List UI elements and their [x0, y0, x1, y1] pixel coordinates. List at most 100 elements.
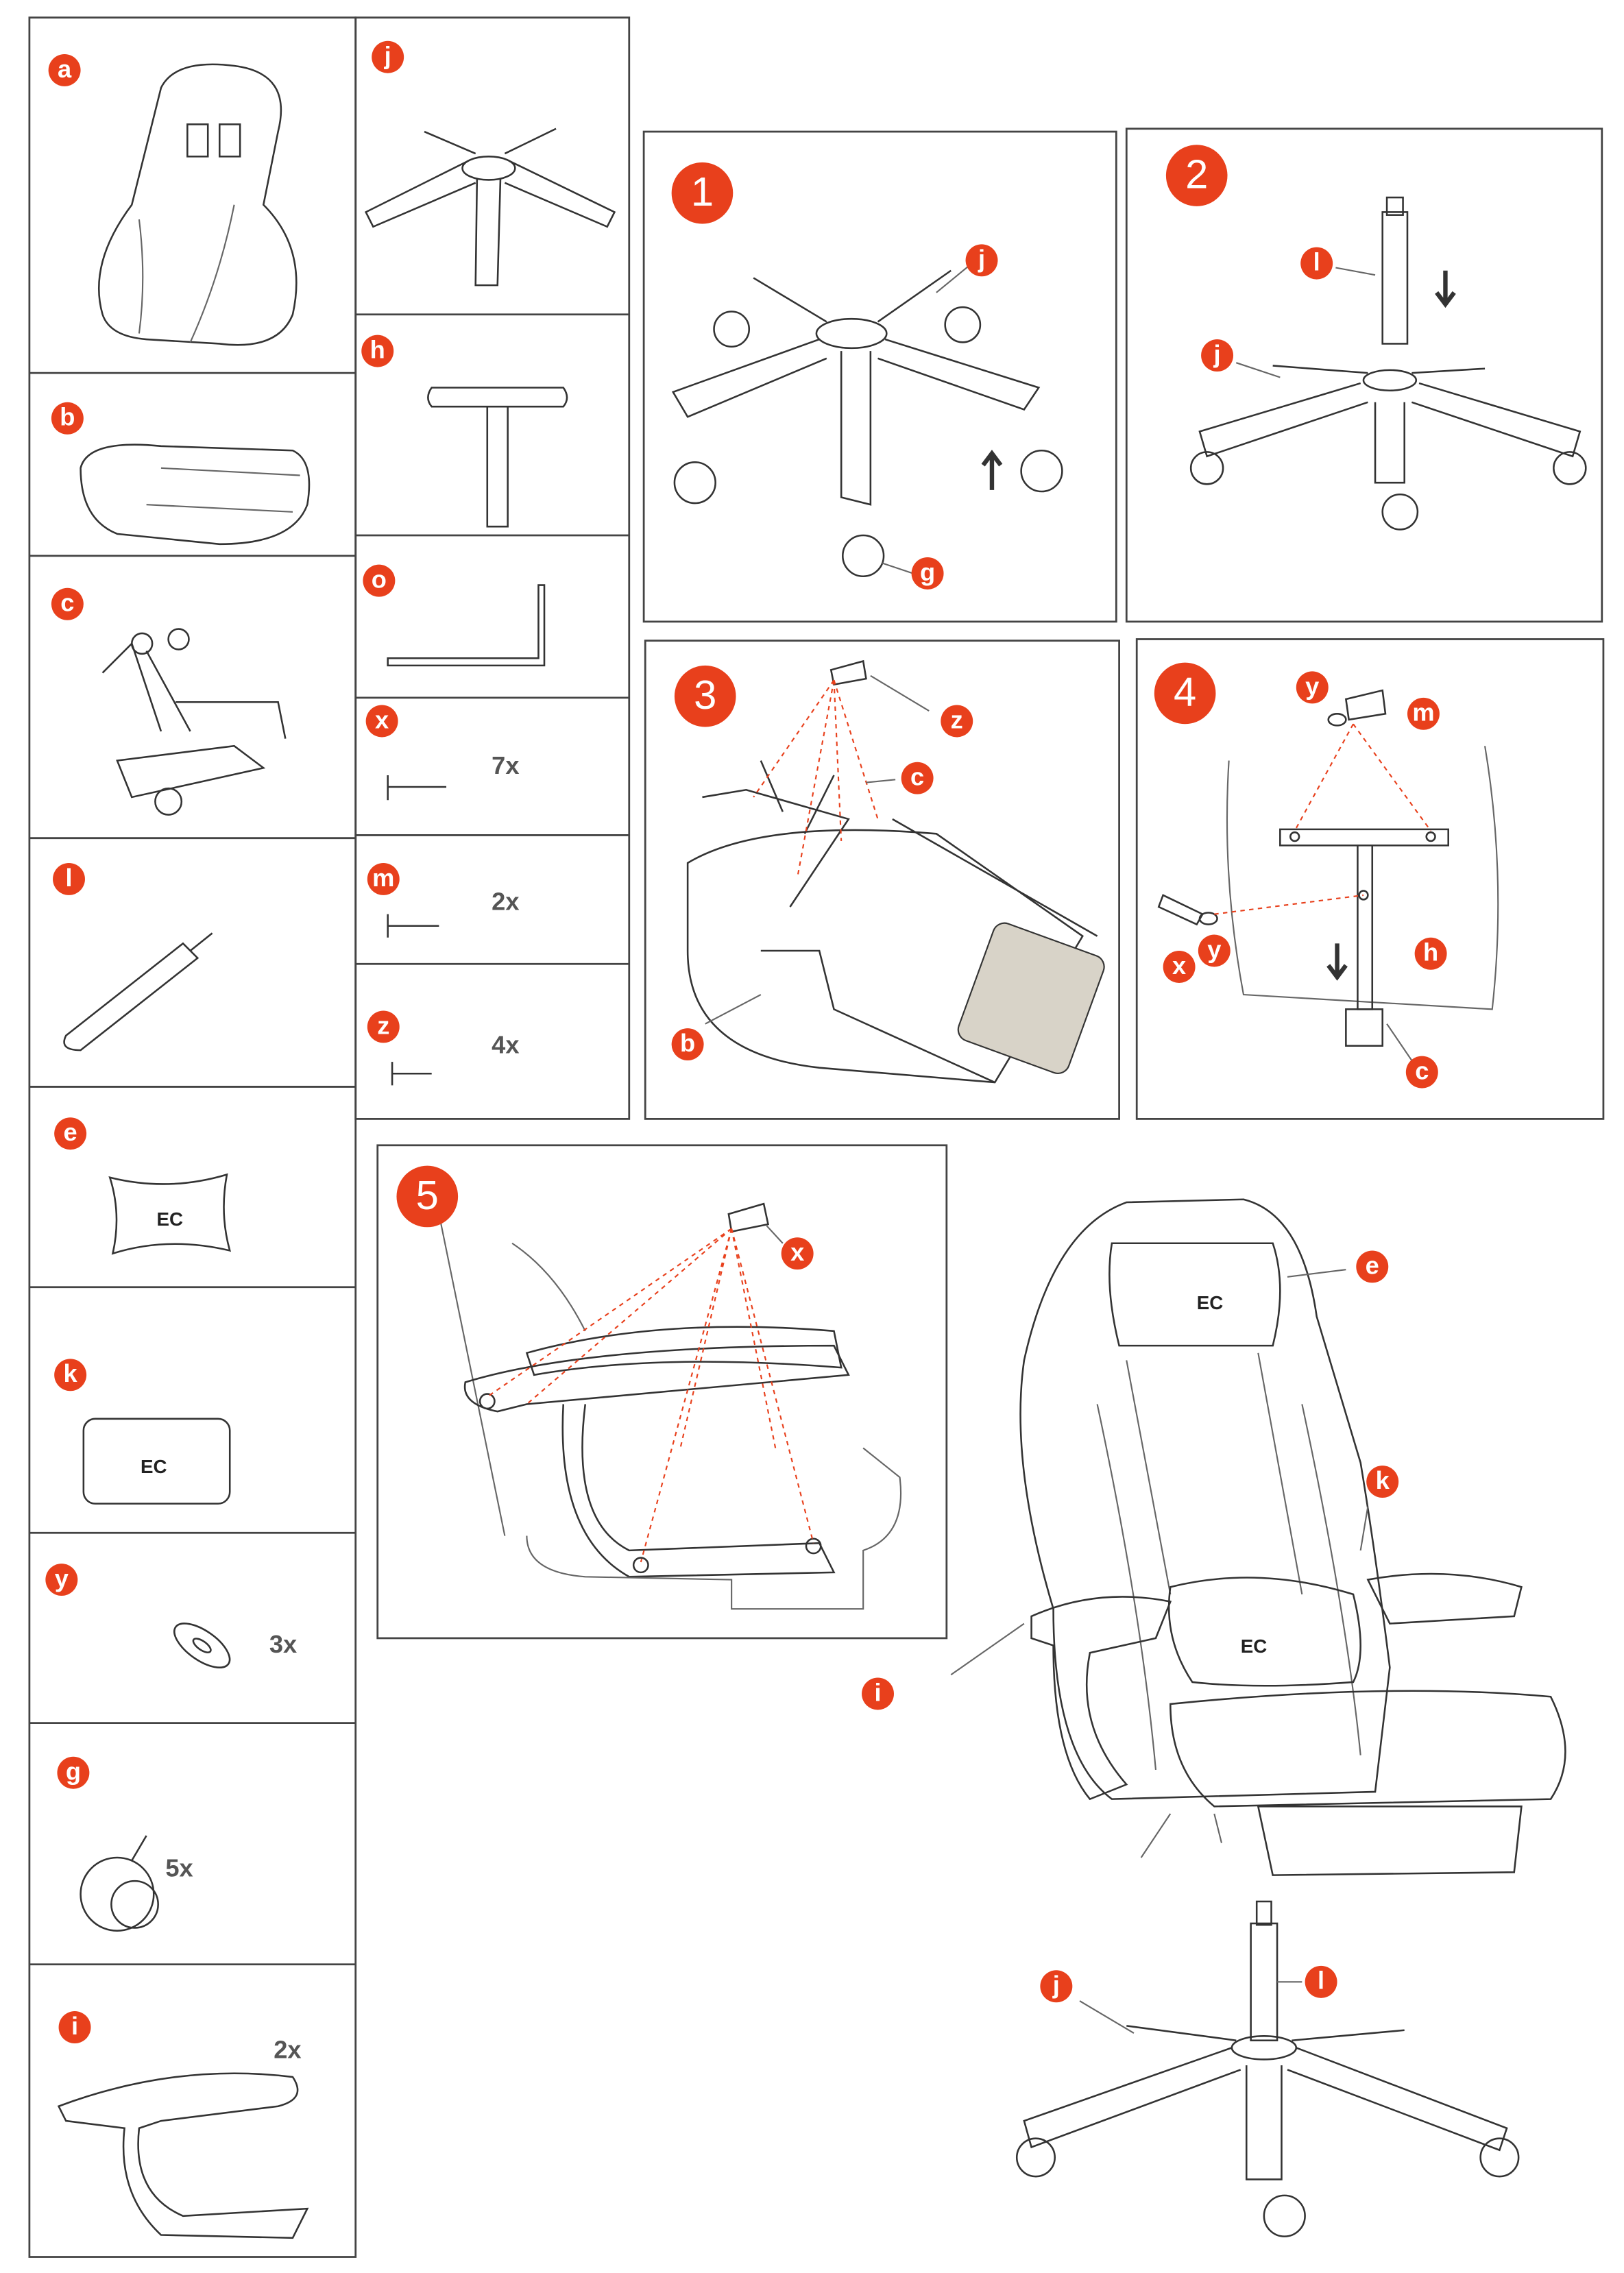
part-screws — [387, 775, 447, 1086]
label-text: i — [874, 1678, 881, 1706]
callout-badge: l — [1300, 247, 1333, 280]
label-text: l — [1318, 1967, 1324, 1995]
part-badge-z: z — [367, 1010, 400, 1043]
quantity-y: 3x — [269, 1630, 297, 1658]
part-h-bracket — [427, 387, 568, 528]
label-text: EC — [1241, 1636, 1268, 1657]
part-badge-i: i — [58, 2011, 91, 2043]
step-2-panel — [1125, 127, 1603, 623]
quantity-m: 2x — [492, 887, 519, 915]
label-text: c — [910, 763, 924, 791]
step-number-5: 5 — [396, 1165, 459, 1228]
callout-badge: g — [911, 557, 944, 589]
step-number-3: 3 — [674, 665, 736, 727]
callout-badge: b — [671, 1028, 704, 1061]
label-text: m — [1412, 698, 1434, 727]
callout-badge: j — [1040, 1970, 1073, 2003]
step-4-panel — [1135, 638, 1605, 1120]
label-text: z — [377, 1011, 389, 1039]
step-3-panel — [644, 640, 1120, 1120]
step-1-panel — [642, 130, 1117, 623]
part-l-gas-lift — [63, 932, 213, 1052]
label-text: j — [978, 245, 985, 273]
callout-badge: x — [1163, 951, 1196, 983]
quantity-i: 2x — [274, 2035, 301, 2063]
label-text: 3 — [694, 672, 716, 718]
label-text: x — [790, 1238, 804, 1266]
callout-badge: z — [941, 705, 973, 738]
part-b-seat — [80, 443, 311, 546]
label-text: z — [951, 705, 963, 733]
callout-badge: x — [781, 1237, 814, 1270]
callout-badge: k — [1366, 1466, 1399, 1498]
step-number-2: 2 — [1165, 145, 1228, 206]
callout-badge: e — [1356, 1250, 1389, 1283]
part-a-backrest — [98, 63, 298, 346]
label-text: 1 — [691, 169, 714, 215]
part-badge-y: y — [45, 1564, 78, 1596]
label-text: 2 — [1185, 151, 1208, 197]
parts-grid — [28, 16, 631, 2258]
part-badge-g: g — [57, 1756, 90, 1789]
part-badge-l: l — [53, 862, 85, 895]
label-text: b — [680, 1029, 695, 1057]
label-text: j — [1213, 340, 1221, 368]
step-5-panel — [376, 1144, 948, 1640]
step-5-drawing — [438, 1202, 902, 1610]
label-text: EC — [141, 1456, 167, 1477]
callout-badge: y — [1198, 934, 1231, 967]
label-text: x — [375, 705, 389, 733]
callout-badge: j — [965, 244, 998, 277]
label-text: e — [1366, 1251, 1379, 1279]
label-text: y — [55, 1564, 69, 1592]
label-text: e — [64, 1118, 77, 1146]
part-c-mechanism — [101, 628, 287, 816]
label-text: k — [64, 1359, 78, 1387]
label-text: h — [370, 335, 385, 363]
part-y-washer — [173, 1622, 231, 1668]
label-text: y — [1207, 935, 1221, 963]
step-1-drawing — [671, 265, 1063, 578]
callout-badge: h — [1414, 937, 1447, 970]
label-text: h — [1423, 938, 1438, 967]
part-e-headrest-pillow: EC — [108, 1173, 232, 1255]
label-text: o — [372, 566, 387, 594]
callout-badge: m — [1407, 697, 1440, 730]
part-badge-m: m — [367, 862, 400, 895]
label-text: j — [1052, 1971, 1060, 1999]
label-text: b — [60, 403, 75, 431]
quantity-z: 4x — [492, 1030, 519, 1058]
label-text: g — [66, 1758, 81, 1786]
final-base-with-gas-lift — [1015, 1900, 1520, 2237]
label-text: c — [1415, 1056, 1429, 1084]
assembled-chair: EC EC — [950, 1198, 1566, 1876]
part-badge-j: j — [372, 40, 404, 73]
part-g-caster — [80, 1835, 159, 1932]
label-text: l — [65, 864, 72, 892]
callout-badge: i — [862, 1677, 894, 1710]
part-k-lumbar-pillow: EC — [82, 1418, 231, 1505]
label-text: EC — [157, 1208, 184, 1230]
part-badge-a: a — [48, 53, 81, 86]
label-text: EC — [1197, 1292, 1224, 1313]
part-o-allen-key — [387, 584, 546, 667]
step-number-4: 4 — [1154, 662, 1216, 725]
part-badge-c: c — [51, 587, 84, 620]
label-text: 5 — [416, 1172, 439, 1218]
step-4-drawing — [1157, 689, 1499, 1061]
label-text: c — [60, 589, 74, 617]
label-text: l — [1313, 247, 1320, 276]
part-badge-e: e — [54, 1117, 87, 1150]
callout-badge: l — [1305, 1965, 1337, 1998]
part-badge-h: h — [361, 335, 394, 367]
step-number-1: 1 — [671, 162, 734, 224]
part-j-base — [364, 127, 616, 287]
quantity-g: 5x — [165, 1854, 193, 1882]
callout-badge: y — [1296, 671, 1329, 704]
quantity-x: 7x — [492, 751, 519, 779]
part-badge-b: b — [51, 402, 84, 435]
label-text: a — [58, 55, 72, 83]
callout-badge: j — [1201, 339, 1234, 372]
step-3-drawing — [686, 659, 1105, 1084]
